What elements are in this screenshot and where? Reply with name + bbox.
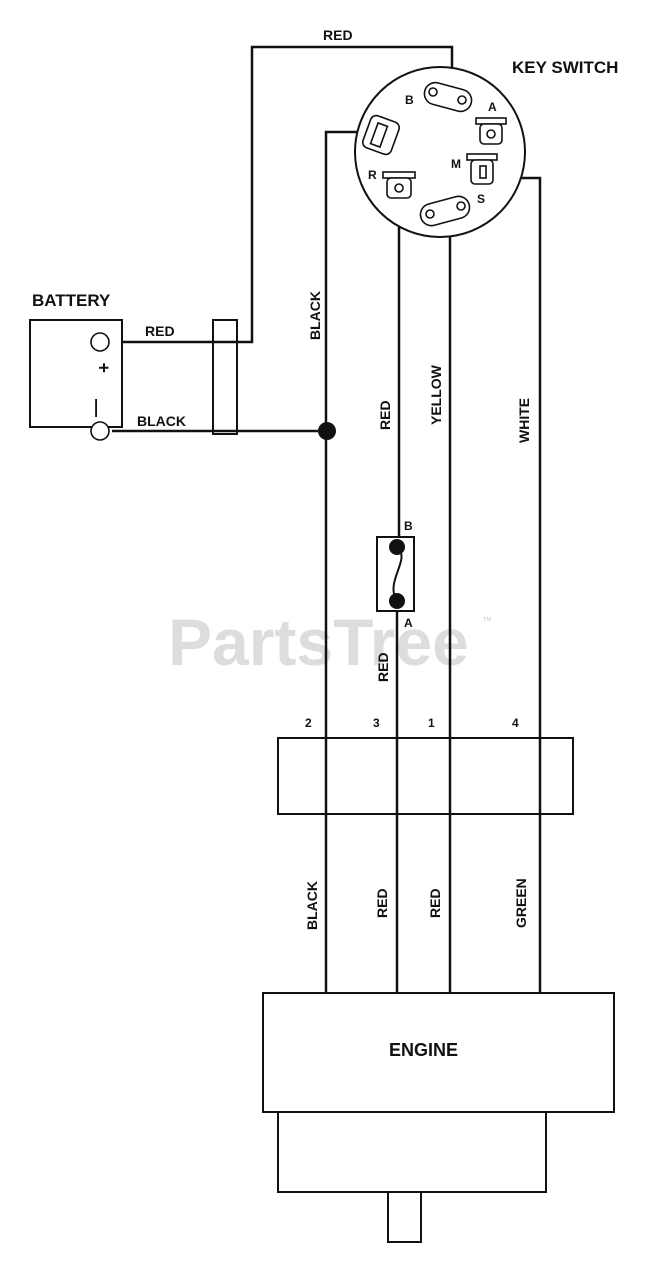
wire-red-top [118, 45, 454, 344]
terminal-r [382, 171, 416, 199]
battery-positive-terminal [90, 332, 110, 352]
fuse-terminal-a [389, 593, 405, 609]
label-lower-red-2: RED [427, 888, 443, 918]
engine-label: ENGINE [389, 1040, 458, 1060]
connector-pin-4-label: 4 [512, 716, 519, 730]
battery: BATTERY + — [29, 291, 123, 441]
watermark: PartsTree ™ [168, 605, 492, 679]
fuse-terminal-b [389, 539, 405, 555]
fuse: B A [376, 519, 415, 630]
terminal-m-label: M [451, 157, 461, 171]
connector-block [277, 737, 574, 815]
label-top-red: RED [323, 27, 353, 43]
label-yellow-vertical: YELLOW [428, 364, 444, 425]
wire-labels: RED RED BLACK BLACK RED YELLOW WHITE RED… [137, 27, 532, 930]
terminal-b [423, 81, 473, 113]
watermark-trademark: ™ [482, 616, 492, 627]
key-switch: KEY SWITCH B A M R S [354, 58, 618, 238]
label-black-vertical: BLACK [307, 291, 323, 340]
key-switch-title: KEY SWITCH [512, 58, 618, 77]
terminal-s-label: S [477, 192, 485, 206]
terminal-b-label: B [405, 93, 414, 107]
wire-black [324, 130, 380, 993]
fuse-a-label: A [404, 616, 413, 630]
label-lower-red-1: RED [374, 888, 390, 918]
fuse-b-label: B [404, 519, 413, 533]
terminal-m [466, 153, 498, 185]
wire-white [488, 176, 542, 993]
cable-clamp [212, 319, 238, 435]
connector-pin-2-label: 2 [305, 716, 312, 730]
connector: 2 3 1 4 [277, 716, 574, 815]
battery-plus-label: + [94, 362, 114, 373]
connector-pin-3-label: 3 [373, 716, 380, 730]
label-lower-green: GREEN [513, 878, 529, 928]
label-red-vertical: RED [377, 400, 393, 430]
engine-shaft [387, 1191, 422, 1243]
engine-base [277, 1111, 547, 1193]
terminal-s [419, 195, 471, 227]
battery-negative-terminal [90, 421, 110, 441]
engine-body [262, 992, 615, 1113]
label-lower-black: BLACK [304, 881, 320, 930]
battery-title: BATTERY [32, 291, 111, 310]
label-battery-red: RED [145, 323, 175, 339]
terminal-r-label: R [368, 168, 377, 182]
junction-dot [318, 422, 336, 440]
terminal-left [361, 114, 401, 156]
watermark-text: PartsTree [168, 605, 469, 679]
engine: ENGINE [262, 992, 615, 1243]
battery-minus-label: — [85, 399, 105, 417]
connector-pin-1-label: 1 [428, 716, 435, 730]
terminal-a-label: A [488, 100, 497, 114]
terminal-a [475, 117, 507, 145]
label-battery-black: BLACK [137, 413, 186, 429]
label-red-below-fuse: RED [375, 652, 391, 682]
label-white-vertical: WHITE [516, 398, 532, 443]
